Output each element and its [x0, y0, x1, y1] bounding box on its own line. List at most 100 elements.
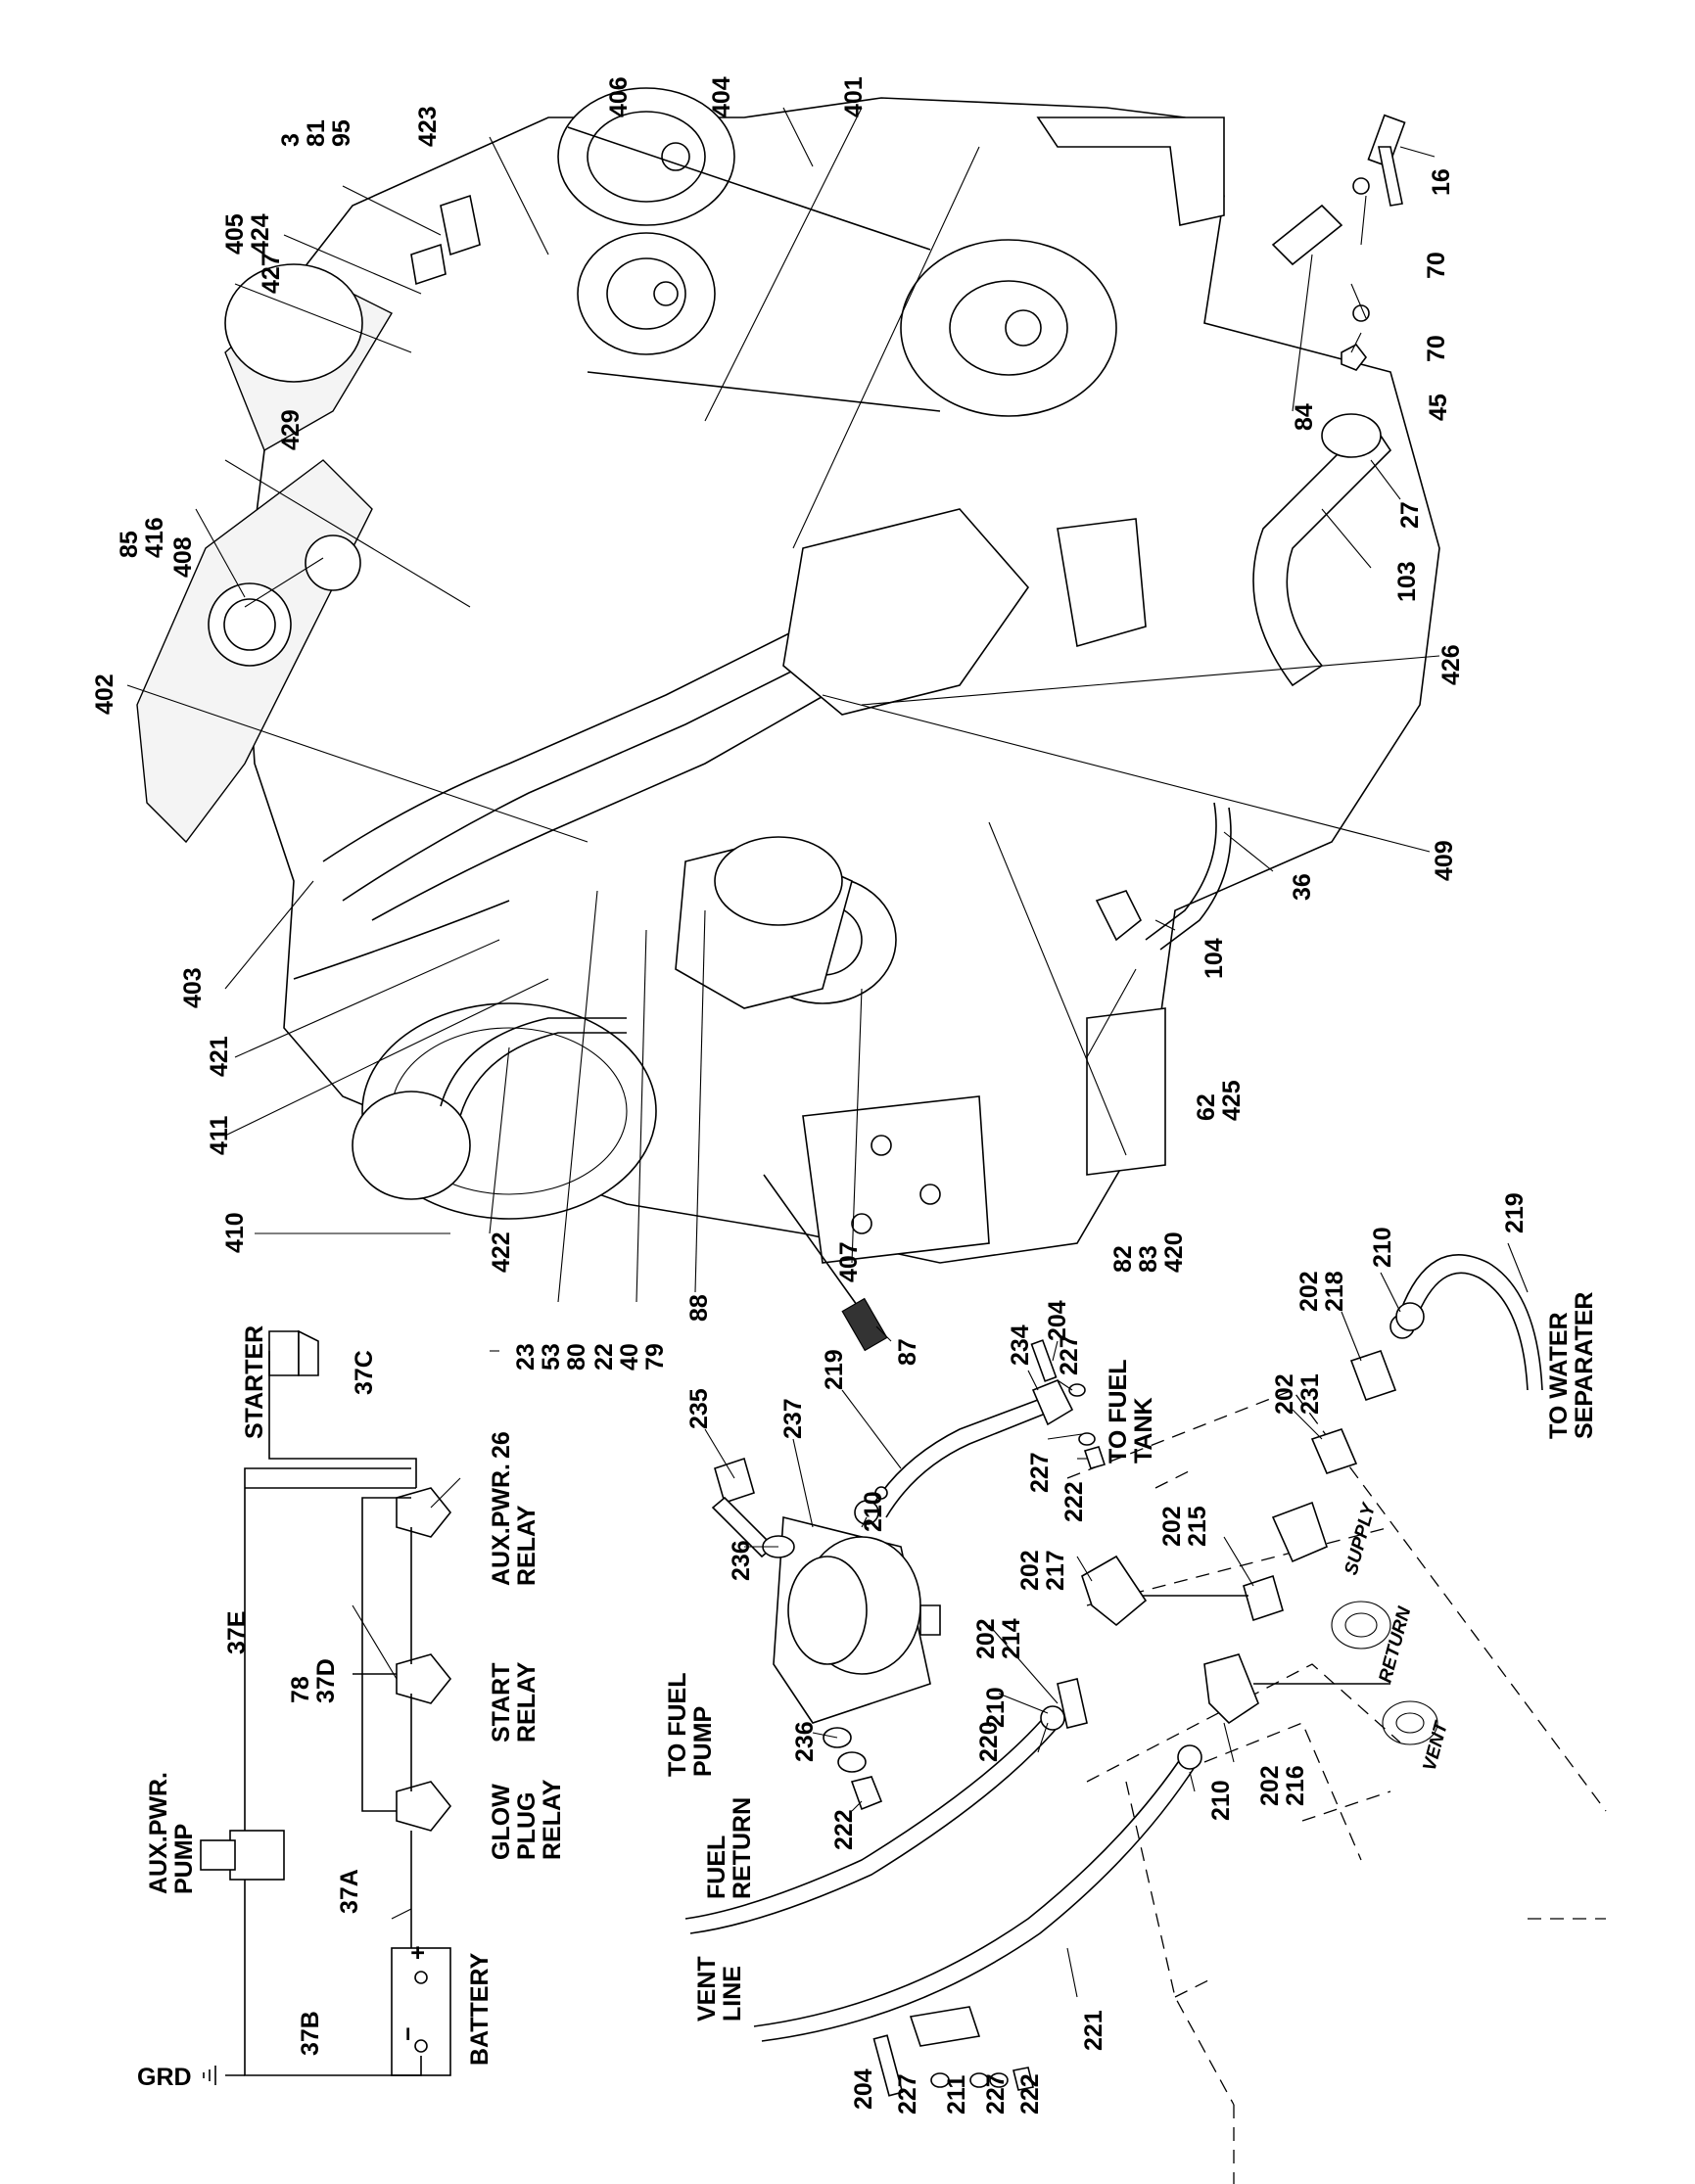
callout-c220: 220 — [975, 1721, 1003, 1762]
callout-number: 202 — [1016, 1550, 1044, 1591]
label-grd: GRD — [137, 2064, 192, 2091]
callout-c237: 237 — [779, 1398, 807, 1439]
label-vent: VENT — [1420, 1719, 1453, 1774]
callout-number: 70 — [1423, 335, 1450, 362]
label-vent-line: VENT LINE — [693, 1949, 746, 2021]
callout-number: 78 — [287, 1676, 314, 1703]
callout-c407: 407 — [835, 1241, 863, 1282]
callout-c401: 401 — [840, 76, 868, 117]
callout-c219b: 219 — [821, 1349, 848, 1390]
callout-number: 210 — [1369, 1227, 1396, 1268]
callout-number: 421 — [206, 1036, 233, 1077]
callout-c421: 421 — [206, 1036, 233, 1077]
callout-c70b: 70 — [1423, 252, 1450, 279]
callout-number: 227 — [982, 2073, 1010, 2114]
callout-c62-425: 62425 — [1193, 1080, 1246, 1121]
label-glow-plug-relay: GLOW PLUG RELAY — [488, 1777, 566, 1860]
callout-c236a: 236 — [728, 1540, 755, 1581]
callout-c27: 27 — [1396, 501, 1424, 529]
callout-number: 409 — [1431, 840, 1458, 881]
callout-number: 95 — [328, 119, 355, 147]
callout-c410: 410 — [221, 1212, 249, 1253]
callout-number: 420 — [1160, 1231, 1188, 1273]
callout-number: 222 — [1060, 1481, 1088, 1522]
callout-c202-218: 202218 — [1295, 1271, 1348, 1312]
callout-number: 37C — [351, 1350, 378, 1395]
callout-c88: 88 — [685, 1294, 713, 1322]
callout-number: 426 — [1437, 644, 1465, 685]
label-starter: STARTER — [241, 1325, 268, 1439]
callout-c234: 234 — [1007, 1324, 1034, 1366]
callout-c16: 16 — [1428, 168, 1455, 196]
callout-c423: 423 — [414, 106, 442, 147]
callout-c411: 411 — [206, 1116, 233, 1155]
callout-number: 204 — [850, 2068, 877, 2110]
label-aux-pwr-pump: AUX.PWR. PUMP — [145, 1765, 198, 1894]
callout-number: 406 — [605, 76, 633, 117]
callout-number: 204 — [1044, 1300, 1071, 1341]
callout-number: 416 — [141, 517, 168, 558]
callout-number: 87 — [894, 1338, 921, 1366]
callout-number: 403 — [179, 967, 207, 1008]
callout-c427: 427 — [258, 253, 285, 294]
callout-c210c: 210 — [982, 1687, 1010, 1728]
callout-c429: 429 — [277, 409, 305, 450]
callout-number: 429 — [277, 409, 305, 450]
callout-number: 22 — [590, 1343, 618, 1371]
callout-c406: 406 — [605, 76, 633, 117]
fuel-system-assembly — [684, 1254, 1607, 2184]
callout-number: 221 — [1080, 2010, 1107, 2051]
callout-c210a: 210 — [1369, 1227, 1396, 1268]
callout-c202-217: 202217 — [1016, 1550, 1069, 1591]
text-labels: TO WATER SEPARATER TO FUEL TANK TO FUEL … — [137, 1292, 1598, 2091]
callout-number: 405 — [221, 213, 249, 255]
callout-c202-231: 202231 — [1271, 1373, 1324, 1415]
callout-c82-83-420: 8283420 — [1109, 1231, 1188, 1273]
callout-number: 202 — [1271, 1373, 1298, 1415]
callout-number: 104 — [1201, 938, 1228, 979]
callout-c402: 402 — [91, 674, 118, 715]
callout-number: 88 — [685, 1294, 713, 1322]
callout-c37e: 37E — [223, 1611, 251, 1654]
callout-c219a: 219 — [1501, 1192, 1529, 1233]
label-supply: SUPPLY — [1342, 1500, 1381, 1578]
callout-number: 222 — [1016, 2073, 1044, 2114]
callout-c84: 84 — [1291, 403, 1318, 431]
callout-number: 210 — [982, 1687, 1010, 1728]
callout-c22-40-79: 224079 — [590, 1343, 669, 1371]
callout-c70a: 70 — [1423, 335, 1450, 362]
callout-c26: 26 — [488, 1431, 515, 1459]
callout-number: 227 — [1056, 1334, 1083, 1375]
callout-number: 214 — [998, 1618, 1025, 1659]
callout-number: 222 — [830, 1809, 858, 1850]
callout-c23-53-80: 235380 — [512, 1343, 590, 1371]
callout-number: 408 — [169, 536, 197, 578]
callout-number: 407 — [835, 1241, 863, 1282]
callout-c37a: 37A — [336, 1869, 363, 1914]
callout-number: 424 — [247, 213, 274, 255]
callout-number: 84 — [1291, 403, 1318, 431]
callout-c227d: 227 — [982, 2073, 1010, 2114]
callout-c204b: 204 — [850, 2068, 877, 2110]
callout-c408: 408 — [169, 536, 197, 578]
callout-c87: 87 — [894, 1338, 921, 1366]
callout-number: 83 — [1135, 1245, 1162, 1273]
callout-number: 53 — [538, 1343, 565, 1371]
callout-number: 79 — [641, 1343, 669, 1371]
callout-c227b: 227 — [1026, 1452, 1054, 1493]
callout-c103: 103 — [1393, 561, 1421, 602]
label-battery: BATTERY — [466, 1952, 494, 2066]
callout-c227c: 227 — [894, 2073, 921, 2114]
callout-number: 237 — [779, 1398, 807, 1439]
callout-number: 236 — [791, 1721, 819, 1762]
callout-c36: 36 — [1289, 873, 1316, 901]
callout-c45: 45 — [1425, 394, 1452, 421]
callout-number: 410 — [221, 1212, 249, 1253]
callout-number: 37D — [312, 1658, 340, 1703]
callout-c222c: 222 — [1016, 2073, 1044, 2114]
label-aux-pwr-relay: AUX.PWR. RELAY — [488, 1457, 541, 1586]
label-battery-minus: − — [395, 2026, 422, 2041]
callout-number: 40 — [616, 1343, 643, 1371]
callout-c202-216: 202216 — [1256, 1765, 1309, 1806]
